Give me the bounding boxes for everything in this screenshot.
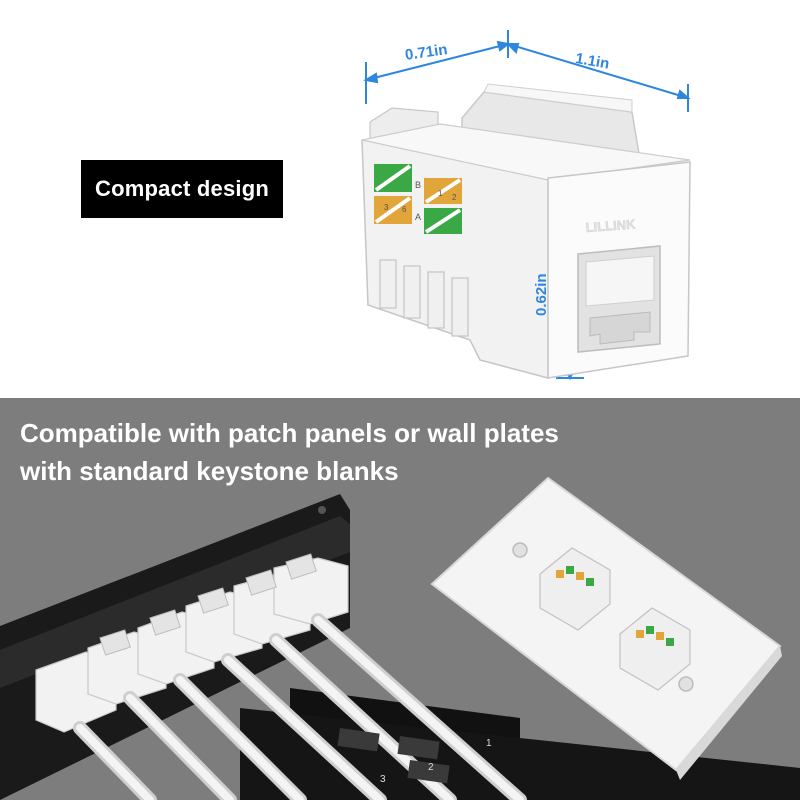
port-number-1: 1 bbox=[486, 738, 492, 749]
top-panel: Compact design bbox=[0, 0, 800, 398]
patch-panel-and-wall-plate-photo: 1 2 3 bbox=[0, 476, 800, 800]
headline-line-1: Compatible with patch panels or wall pla… bbox=[20, 418, 559, 448]
keystone-jack-illustration: LILLINK B A 3 6 1 bbox=[361, 30, 691, 381]
jack-body: LILLINK B A 3 6 1 bbox=[361, 83, 691, 379]
port-number-2: 2 bbox=[428, 762, 434, 773]
bottom-panel: 1 2 3 Comp bbox=[0, 398, 800, 800]
pin-label-3: 3 bbox=[384, 203, 389, 212]
wall-plate bbox=[430, 476, 782, 780]
wire-color-labels bbox=[374, 164, 462, 234]
pin-label-1: 1 bbox=[438, 189, 443, 198]
wall-plate-jack-2 bbox=[619, 607, 691, 691]
badge-text: Compact design bbox=[95, 176, 269, 201]
compact-design-badge: Compact design bbox=[81, 160, 283, 218]
wall-plate-jack-1 bbox=[539, 547, 611, 631]
wire-label-a: A bbox=[415, 212, 421, 222]
brand-mark: LILLINK bbox=[585, 217, 636, 235]
pin-label-2: 2 bbox=[452, 193, 457, 202]
port-number-3: 3 bbox=[380, 774, 386, 785]
wire-label-b: B bbox=[415, 180, 421, 190]
headline-line-2: with standard keystone blanks bbox=[20, 456, 399, 486]
compatibility-headline: Compatible with patch panels or wall pla… bbox=[20, 414, 780, 490]
height-dimension-label: 0.62in bbox=[533, 273, 550, 316]
pin-label-6: 6 bbox=[402, 205, 407, 214]
patch-panel-jacks: 1 2 3 bbox=[35, 553, 527, 800]
